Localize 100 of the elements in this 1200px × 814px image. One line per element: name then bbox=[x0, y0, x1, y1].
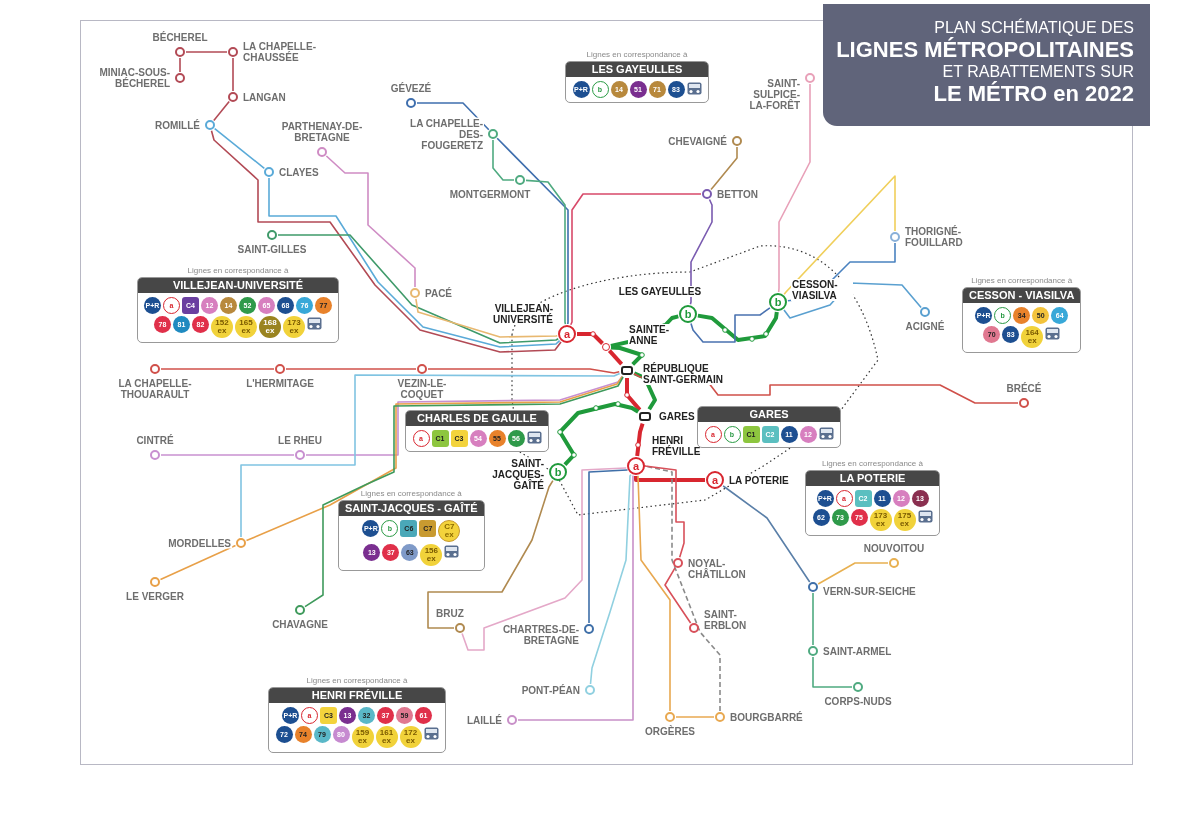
station-name: CINTRÉ bbox=[135, 435, 175, 446]
bus-line bbox=[525, 179, 567, 325]
station-name: L'HERMITAGE bbox=[245, 378, 315, 389]
line-badge: 164 ex bbox=[1021, 326, 1044, 348]
panel-heading: Lignes en correspondance à bbox=[822, 459, 923, 469]
station-name: LE VERGER bbox=[125, 591, 185, 602]
line-badge: 175 ex bbox=[893, 509, 916, 531]
station-name: SAINT-SULPICE-LA-FORÊT bbox=[747, 77, 801, 111]
metro-line bbox=[633, 371, 657, 411]
station-name: VERN-SUR-SEICHE bbox=[822, 585, 917, 597]
metro-line bbox=[697, 311, 779, 342]
station-name: CLAYES bbox=[278, 166, 320, 178]
bus-line bbox=[159, 544, 237, 581]
panel-title: CHARLES DE GAULLE bbox=[406, 411, 548, 426]
bus-line bbox=[812, 592, 814, 646]
metro-station-badge: b bbox=[679, 305, 697, 323]
station-name: LAILLÉ bbox=[466, 714, 503, 726]
bus-line bbox=[777, 83, 811, 293]
bus-line bbox=[416, 102, 490, 131]
node-label: VILLEJEAN-UNIVERSITÉ bbox=[492, 303, 553, 325]
node-label: VEZIN-LE-COQUET bbox=[397, 378, 447, 400]
metro-line bbox=[635, 423, 645, 457]
bus-line bbox=[570, 193, 702, 326]
bus-line bbox=[710, 146, 738, 191]
station-name: SAINT-GILLES bbox=[236, 244, 308, 255]
bus-line bbox=[305, 375, 623, 456]
panel-title: HENRI FRÉVILLE bbox=[269, 688, 445, 703]
panel-title: CESSON - VIASILVA bbox=[963, 288, 1081, 303]
metro-line bbox=[634, 476, 705, 482]
panel-title: SAINT-JACQUES - GAÎTÉ bbox=[339, 501, 484, 516]
bus-line bbox=[427, 479, 554, 629]
bus-line bbox=[589, 473, 632, 685]
station-name: LES GAYEULLES bbox=[617, 286, 703, 297]
station-name: PONT-PÉAN bbox=[520, 684, 581, 696]
metro-line bbox=[577, 332, 604, 345]
bus-line bbox=[817, 562, 889, 585]
bus-line bbox=[304, 376, 624, 608]
line-badge: 173 ex bbox=[283, 316, 305, 338]
node-label: LA CHAPELLE-DES-FOUGERETZ bbox=[410, 117, 483, 151]
station-name: CHEVAIGNÉ bbox=[667, 135, 728, 147]
bus-line bbox=[325, 155, 416, 288]
station-name: LE RHEU bbox=[277, 435, 323, 446]
bus-line bbox=[588, 469, 628, 624]
panel-title: GARES bbox=[698, 407, 840, 422]
panel-heading: Lignes en correspondance à bbox=[586, 50, 688, 60]
metro-station-badge: a bbox=[627, 457, 645, 475]
station-name: BRÉCÉ bbox=[1005, 383, 1043, 394]
panel-title: LA POTERIE bbox=[806, 471, 939, 486]
station-name: MONTGERMONT bbox=[448, 189, 532, 200]
station-name: GARES bbox=[658, 410, 696, 422]
panel-title: VILLEJEAN-UNIVERSITÉ bbox=[138, 278, 338, 293]
panel-heading: Lignes en correspondance à bbox=[360, 489, 462, 499]
station-name: ROMILLÉ bbox=[154, 119, 201, 131]
line-badge: 161 ex bbox=[375, 726, 398, 748]
node-label: NOYAL-CHÂTILLON bbox=[688, 558, 746, 580]
bus-line bbox=[415, 298, 558, 338]
bus-line bbox=[637, 475, 671, 712]
station-name: ORGÈRES bbox=[644, 726, 696, 737]
station-name: LA POTERIE bbox=[728, 474, 790, 486]
map-title: PLAN SCHÉMATIQUE DES LIGNES MÉTROPOLITAINES ET RABATTEMENTS SUR LE MÉTRO en 2022 bbox=[823, 4, 1150, 126]
station-name: MORDELLES bbox=[167, 537, 232, 549]
metro-line bbox=[607, 349, 624, 366]
bus-line bbox=[268, 177, 561, 348]
node-label: THORIGNÉ-FOUILLARD bbox=[905, 226, 963, 248]
line-badge: 159 ex bbox=[351, 726, 374, 748]
bus-line bbox=[160, 368, 275, 370]
station-name: CORPS-NUDS bbox=[823, 696, 893, 707]
station-name: LANGAN bbox=[242, 91, 287, 103]
line-badge: 152 ex bbox=[211, 316, 233, 338]
bus-line bbox=[689, 198, 713, 306]
bus-line bbox=[277, 234, 559, 344]
bus-line bbox=[783, 175, 896, 295]
bus-line bbox=[722, 485, 811, 583]
bus-line bbox=[210, 130, 562, 353]
station-name: BOURGBARRÉ bbox=[729, 711, 804, 723]
station-name: ACIGNÉ bbox=[904, 321, 946, 332]
station-name: NOUVOITOU bbox=[862, 543, 926, 554]
station-name: GÉVEZÉ bbox=[389, 83, 433, 94]
line-badge: 173 ex bbox=[869, 509, 892, 531]
bus-line bbox=[675, 716, 715, 718]
node-label: SAINT-ERBLON bbox=[704, 609, 747, 631]
station-name: PACÉ bbox=[424, 287, 454, 299]
node-label: CESSON-VIASILVA bbox=[792, 279, 838, 301]
bus-line bbox=[213, 127, 266, 170]
station-name: SAINT-ARMEL bbox=[822, 645, 893, 657]
station-name: SAINT-JACQUES-GAÎTÉ bbox=[491, 457, 545, 491]
bus-line bbox=[690, 307, 771, 343]
bus-line bbox=[644, 465, 685, 559]
bus-line bbox=[427, 368, 620, 374]
line-badge: 172 ex bbox=[399, 726, 422, 748]
panel-heading: Lignes en correspondance à bbox=[971, 276, 1073, 286]
bus-line bbox=[492, 139, 515, 181]
station-name: BRUZ bbox=[435, 608, 465, 619]
station-name: BÉCHEREL bbox=[151, 32, 209, 43]
bus-line bbox=[179, 57, 181, 73]
panel-title: LES GAYEULLES bbox=[566, 62, 708, 77]
metro-station-badge: a bbox=[706, 471, 724, 489]
bus-line bbox=[185, 51, 228, 53]
bus-line bbox=[213, 100, 230, 122]
bus-line bbox=[812, 656, 853, 688]
